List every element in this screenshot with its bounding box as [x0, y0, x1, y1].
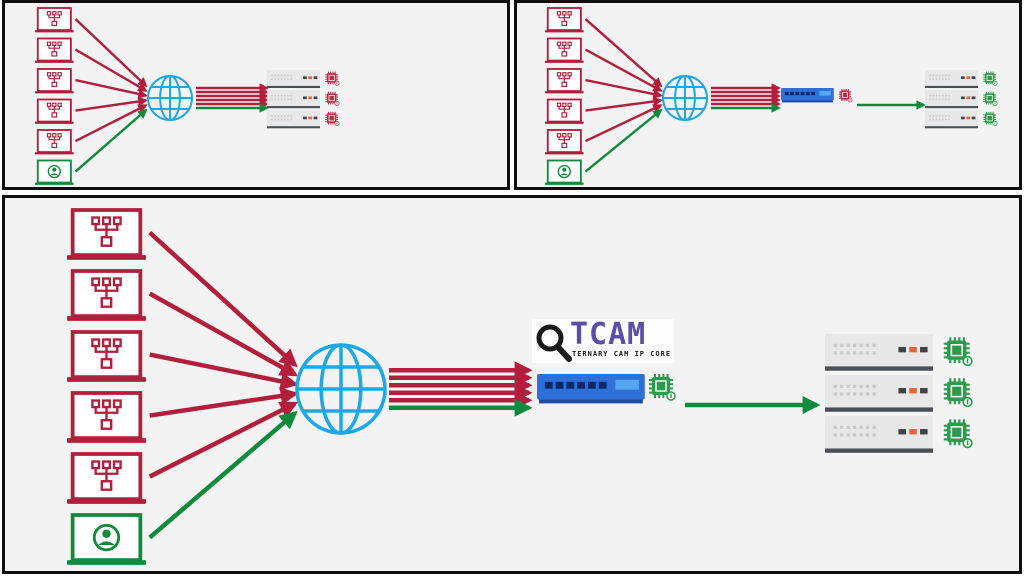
attack-traffic-arrow [149, 352, 299, 391]
tcam-logo-subtitle: TERNARY CAM IP CORE [572, 350, 672, 358]
secure-chip-icon [983, 71, 998, 86]
legit-traffic-arrow [148, 410, 298, 540]
tcam-logo-title: TCAM [570, 317, 647, 352]
scenario-panel-fpga-compromised [514, 0, 1022, 190]
legit-traffic-arrow [74, 108, 148, 173]
compromised-chip-icon [839, 89, 853, 103]
botnet-laptop [67, 269, 146, 321]
secure-chip-icon [943, 419, 973, 449]
server-unit [267, 90, 320, 109]
attack-traffic-arrow [148, 401, 299, 479]
server-unit [825, 375, 933, 412]
botnet-laptop [67, 391, 146, 443]
botnet-icon [91, 216, 122, 247]
secure-chip-icon [943, 337, 973, 367]
compromised-chip-icon [325, 111, 340, 127]
magnifier-icon [536, 324, 572, 362]
attack-traffic-arrow [74, 104, 148, 143]
attack-traffic-arrow [74, 18, 148, 88]
attack-traffic-arrow [148, 291, 299, 377]
botnet-laptop [67, 208, 146, 260]
secure-chip-icon [649, 374, 676, 401]
attack-traffic-arrow [74, 48, 148, 92]
botnet-icon [46, 72, 62, 88]
compromised-chip-icon [325, 71, 340, 86]
attack-traffic-arrow [584, 48, 663, 92]
fpga-switch-icon [781, 88, 834, 103]
scenario-panel-unprotected [2, 0, 510, 190]
internet-globe-icon [295, 343, 387, 435]
botnet-laptop [545, 7, 584, 33]
legit-traffic-arrow [584, 108, 663, 173]
botnet-icon [556, 72, 572, 88]
server-unit [925, 70, 978, 89]
legit-user-laptop [545, 159, 584, 185]
botnet-laptop [545, 68, 584, 94]
botnet-icon [46, 11, 62, 27]
user-icon [92, 523, 121, 552]
botnet-icon [556, 102, 572, 118]
server-unit [267, 70, 320, 89]
attack-traffic-arrow [584, 104, 663, 143]
botnet-icon [46, 102, 62, 118]
secure-chip-icon [983, 111, 998, 127]
botnet-laptop [67, 330, 146, 382]
botnet-laptop [545, 98, 584, 124]
server-unit [925, 90, 978, 109]
unprotected-diagram [35, 7, 340, 185]
botnet-icon [46, 133, 62, 149]
server-unit [825, 416, 933, 453]
server-unit [825, 334, 933, 371]
botnet-icon [556, 133, 572, 149]
legit-user-laptop [67, 513, 146, 565]
botnet-laptop [35, 98, 74, 124]
botnet-laptop [35, 129, 74, 155]
botnet-icon [91, 399, 122, 430]
botnet-laptop [545, 37, 584, 63]
compromised-chip-icon [325, 91, 340, 106]
scenario-panel-tcam-protected [2, 195, 1022, 574]
user-icon [47, 164, 61, 179]
botnet-laptop [35, 37, 74, 63]
botnet-icon [91, 460, 122, 491]
server-unit [925, 110, 978, 129]
botnet-icon [91, 338, 122, 369]
botnet-laptop [545, 129, 584, 155]
tcam-protected-diagram [67, 208, 973, 565]
secure-chip-icon [943, 378, 973, 408]
internet-globe-icon [662, 75, 708, 121]
attack-traffic-arrow [149, 387, 299, 418]
server-unit [267, 110, 320, 129]
botnet-laptop [35, 68, 74, 94]
attack-traffic-arrow [584, 18, 663, 88]
botnet-icon [556, 41, 572, 57]
attack-traffic-arrow [585, 78, 663, 99]
fpga-compromised-diagram [545, 7, 998, 185]
legit-user-laptop [35, 159, 74, 185]
botnet-laptop [67, 452, 146, 504]
botnet-laptop [35, 7, 74, 33]
secure-chip-icon [983, 91, 998, 106]
attack-traffic-arrow [75, 78, 148, 99]
tcam-logo: TCAM TERNARY CAM IP CORE [532, 317, 674, 363]
user-icon [557, 164, 571, 179]
attack-traffic-arrow [148, 230, 298, 368]
botnet-icon [91, 277, 122, 308]
fpga-switch-icon [537, 374, 645, 404]
botnet-icon [556, 11, 572, 27]
internet-globe-icon [147, 75, 193, 121]
attack-traffic-arrow [75, 96, 148, 112]
botnet-icon [46, 41, 62, 57]
attack-traffic-arrow [585, 96, 663, 112]
